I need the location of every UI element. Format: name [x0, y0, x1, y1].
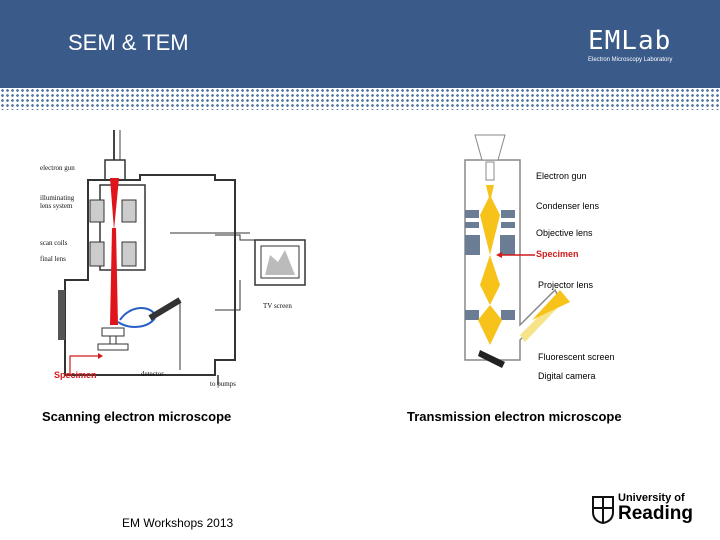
slide-header: SEM & TEM EMLab Electron Microscopy Labo…	[0, 0, 720, 88]
tem-beam-2	[480, 195, 500, 215]
tem-beam-6	[478, 305, 502, 320]
sem-caption: Scanning electron microscope	[42, 409, 232, 424]
tem-beam-5	[480, 285, 500, 305]
tem-label-digital-camera: Digital camera	[538, 371, 596, 381]
tem-beam-7	[478, 320, 502, 345]
tem-caption: Transmission electron microscope	[407, 409, 622, 424]
sem-beam-upper	[110, 178, 119, 230]
sem-label-illuminating-lens: illuminating lens system	[40, 194, 75, 210]
tem-label-fluorescent-screen: Fluorescent screen	[538, 352, 615, 362]
footer-text: EM Workshops 2013	[122, 516, 234, 530]
sem-label-final-lens: final lens	[40, 255, 66, 263]
sem-label-scan-coils: scan coils	[40, 239, 68, 247]
tem-screen	[478, 350, 505, 368]
tem-label-objective-lens: Objective lens	[536, 228, 593, 238]
sem-label-electron-gun: electron gun	[40, 164, 75, 172]
tem-beam-4	[480, 255, 500, 285]
tem-label-electron-gun: Electron gun	[536, 171, 587, 181]
sem-label-specimen: Specimen	[54, 370, 97, 380]
university-of-reading-logo: University of Reading	[590, 492, 700, 532]
sem-label-detector: detector	[141, 370, 164, 378]
tem-beam-3	[480, 215, 500, 255]
tem-diagram	[464, 134, 570, 368]
sem-lens-right-2	[121, 241, 137, 267]
emlab-logo: EMLab Electron Microscopy Laboratory	[588, 28, 698, 72]
sem-label-tv-screen: TV screen	[263, 302, 292, 310]
sem-beam-lower	[110, 228, 118, 325]
tem-label-projector-lens: Projector lens	[538, 280, 594, 290]
tem-beam-1	[486, 185, 494, 202]
sem-lens-left-1	[89, 199, 105, 223]
sem-lens-left-2	[89, 241, 105, 267]
slide-title: SEM & TEM	[68, 30, 189, 55]
tem-label-condenser-lens: Condenser lens	[536, 201, 600, 211]
reading-logo-line2: Reading	[618, 503, 693, 524]
sem-diagram	[30, 130, 320, 400]
sem-lens-right-1	[121, 199, 137, 223]
emlab-logo-subtitle: Electron Microscopy Laboratory	[588, 57, 673, 63]
reading-logo-line1: University of	[618, 492, 685, 504]
tem-label-specimen: Specimen	[536, 249, 579, 259]
reading-crest-icon	[592, 496, 614, 524]
emlab-logo-text: EMLab	[588, 26, 672, 56]
dotted-divider	[0, 88, 720, 110]
sem-label-to-pumps: to pumps	[210, 380, 236, 388]
